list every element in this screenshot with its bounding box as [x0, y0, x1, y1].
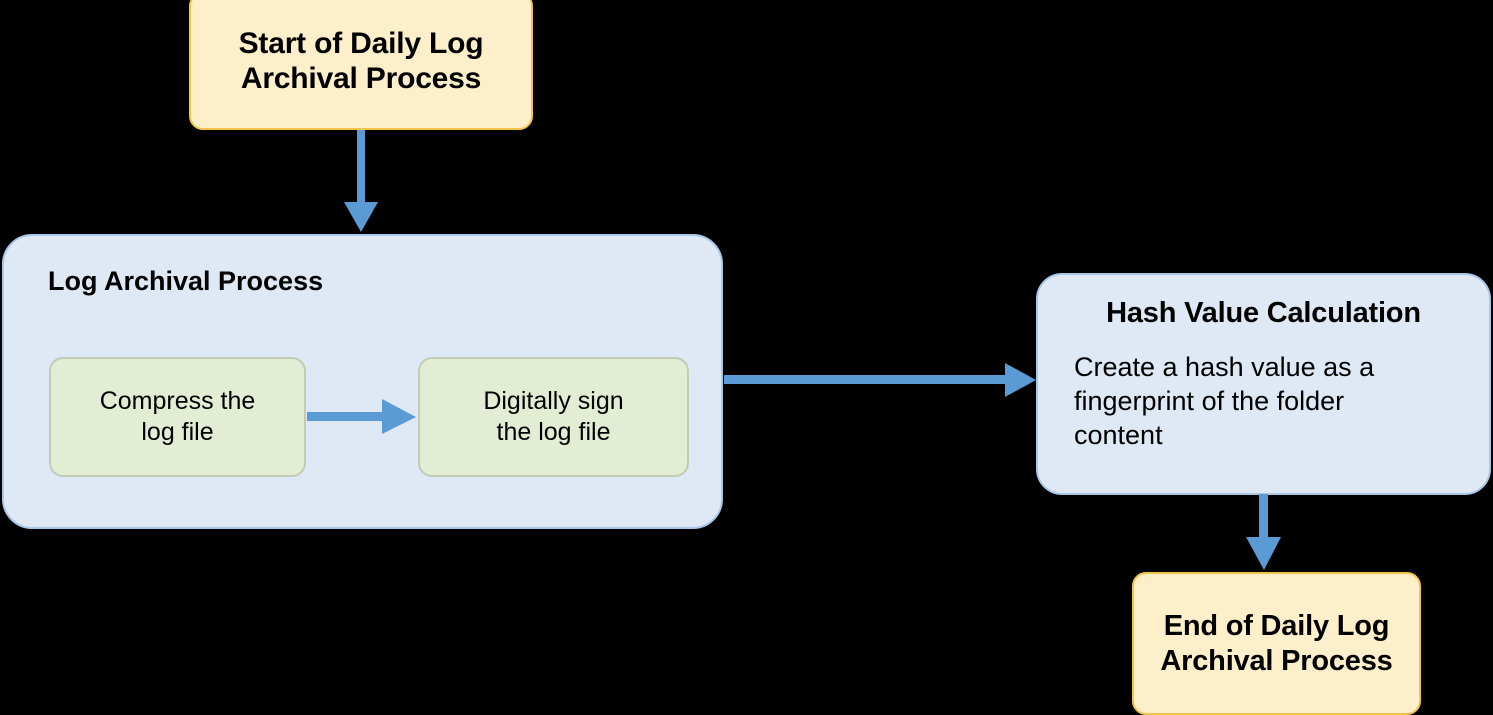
node-start-line-1: Start of Daily Log: [238, 26, 484, 60]
arrow-hash-to-end: [1246, 494, 1281, 570]
node-end-line-2: Archival Process: [1160, 644, 1393, 677]
node-sign-line-1: Digitally sign: [483, 387, 624, 415]
arrow-start-to-container: [344, 130, 378, 232]
hash-node-body: Create a hash value as a fingerprint of …: [1074, 352, 1375, 451]
node-compress-the-log-file[interactable]: Compress the log file: [49, 357, 306, 477]
node-hash-value-calculation[interactable]: Hash Value Calculation Create a hash val…: [1036, 273, 1491, 495]
node-end-line-1: End of Daily Log: [1163, 610, 1390, 643]
container-title: Log Archival Process: [48, 266, 324, 296]
hash-node-title: Hash Value Calculation: [1106, 297, 1421, 329]
arrow-container-to-hash: [724, 363, 1036, 397]
node-end-of-daily-log-archival-process[interactable]: End of Daily Log Archival Process: [1132, 572, 1421, 715]
node-sign-line-2: the log file: [496, 418, 611, 446]
node-start-line-2: Archival Process: [240, 62, 482, 95]
node-digitally-sign-the-log-file[interactable]: Digitally sign the log file: [418, 357, 689, 477]
node-compress-line-2: log file: [141, 418, 214, 446]
node-start-of-daily-log-archival-process[interactable]: Start of Daily Log Archival Process: [189, 0, 533, 130]
node-compress-line-1: Compress the: [99, 387, 256, 415]
